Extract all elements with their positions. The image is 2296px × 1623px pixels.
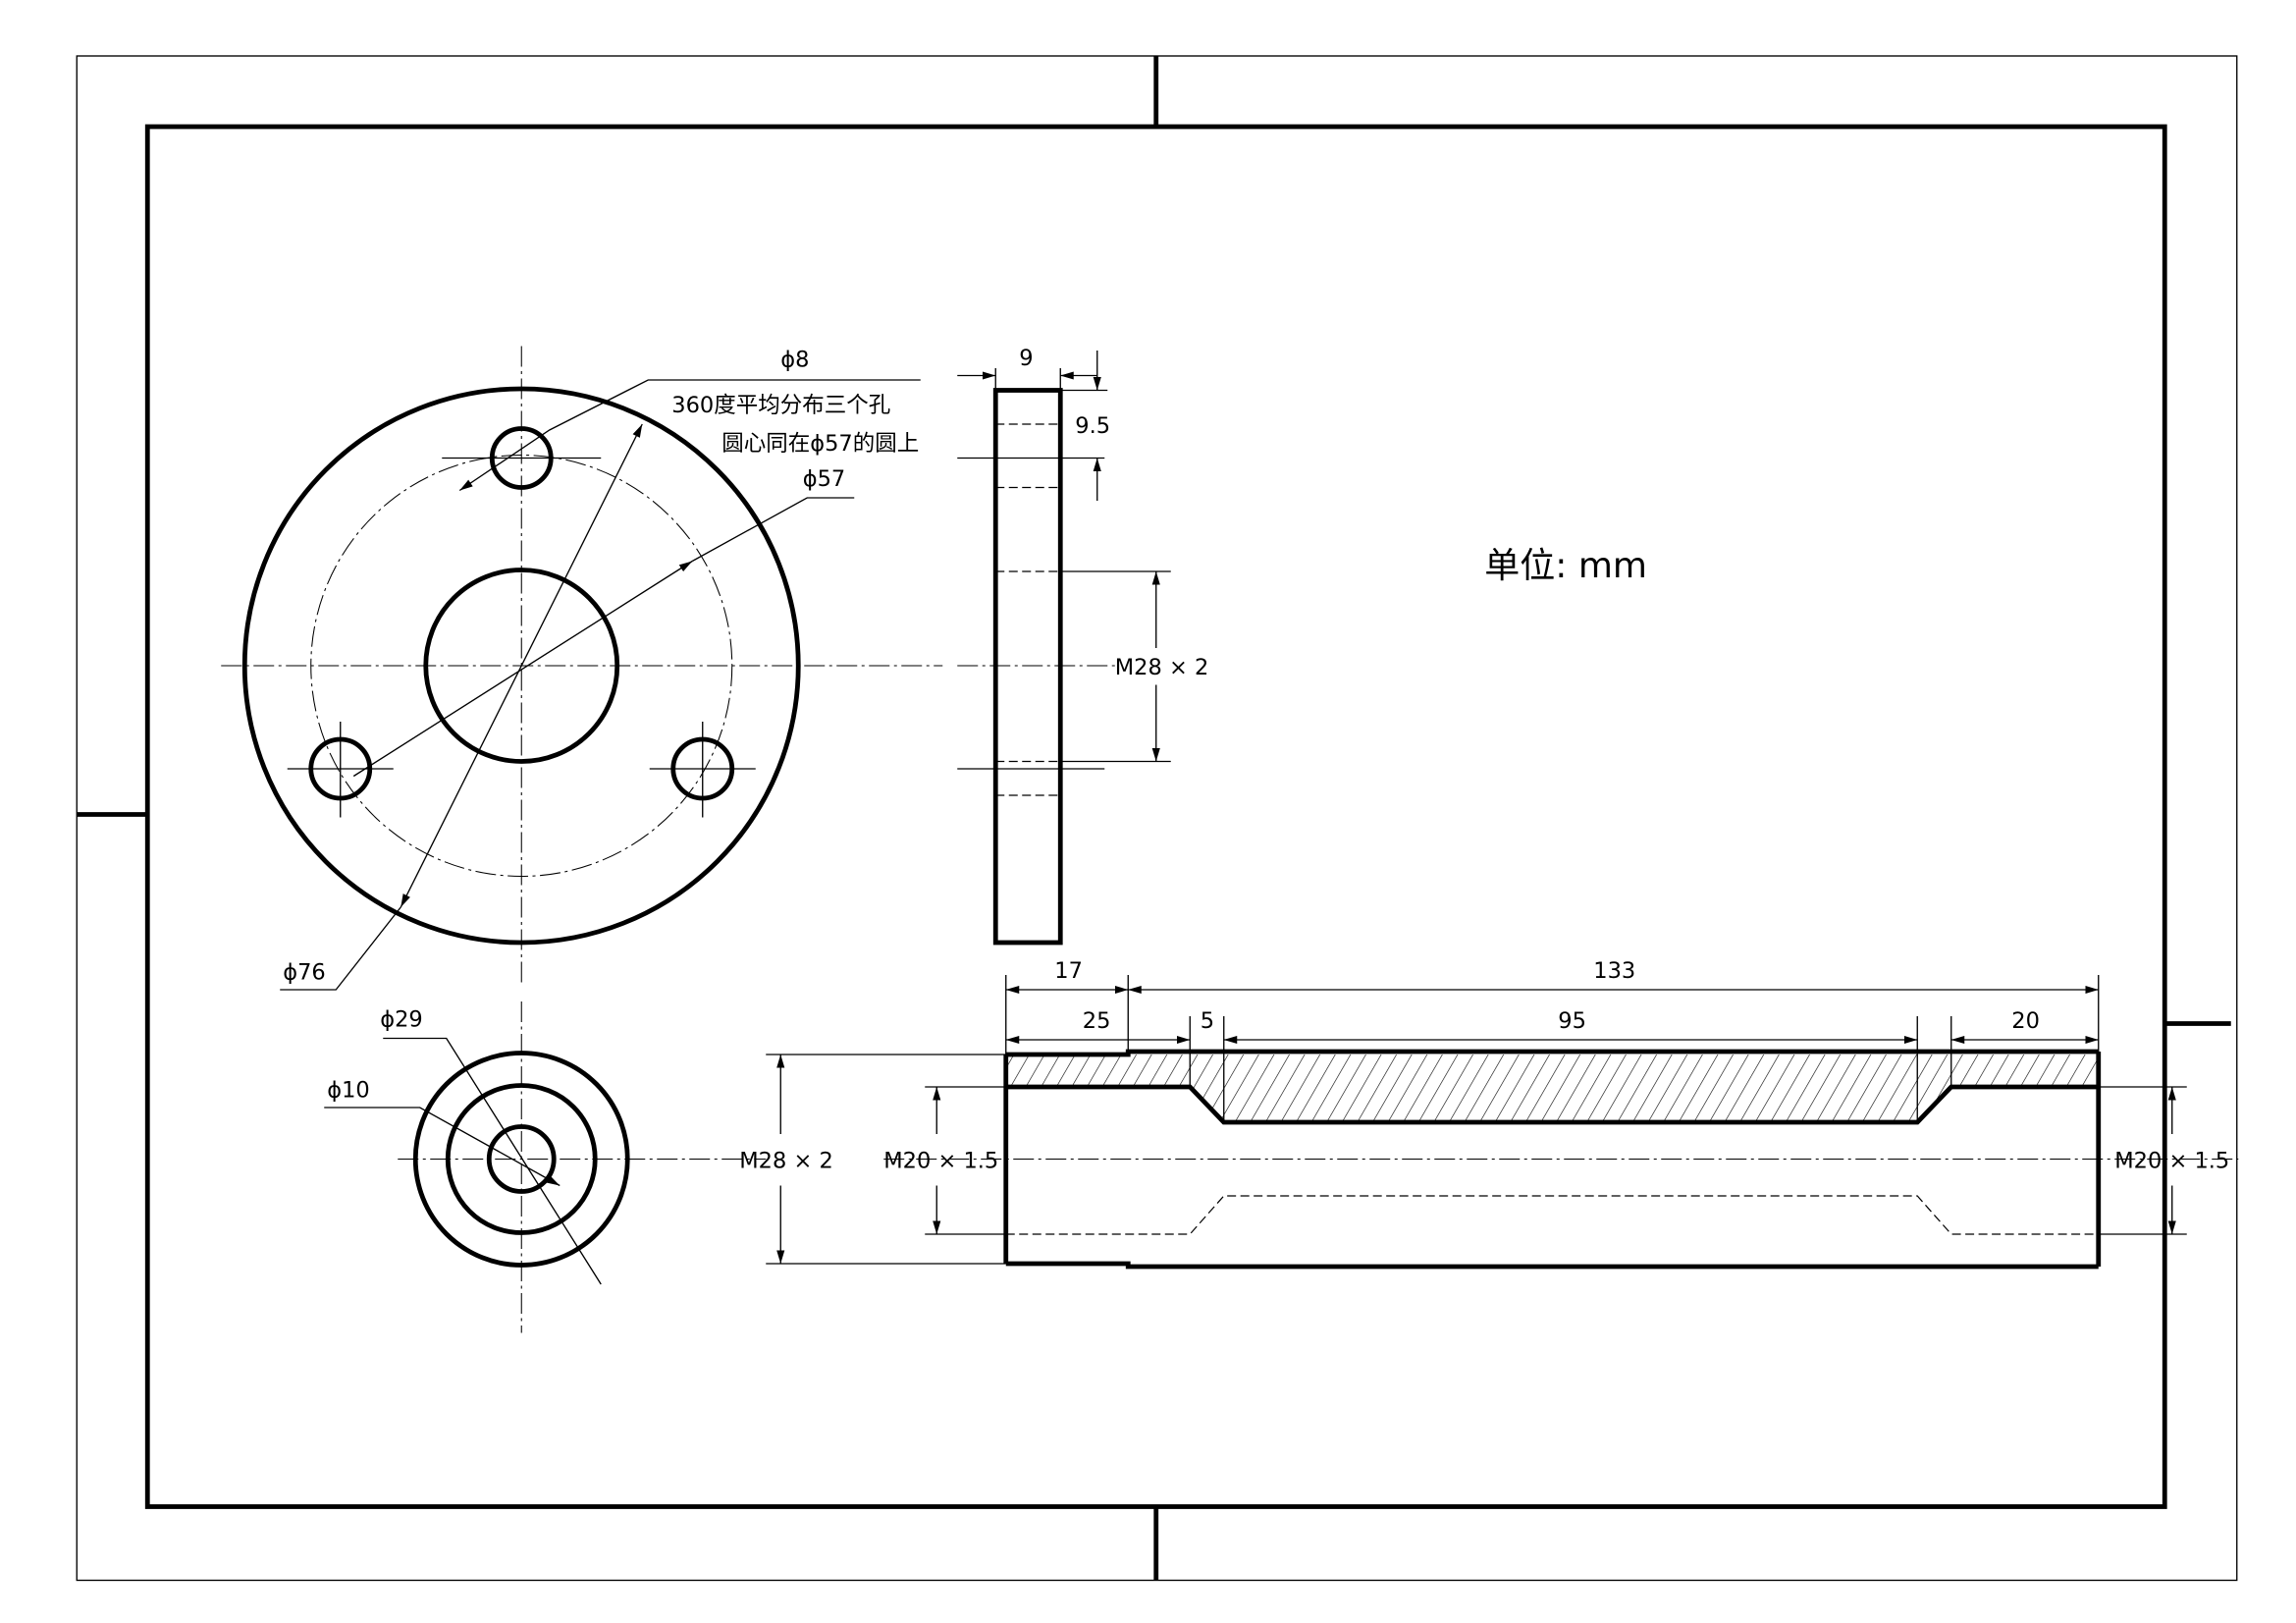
drawing-frame [76,55,2238,1582]
tube-left-thread-label: M20 × 1.5 [883,1149,998,1174]
tube-right-thread-label: M20 × 1.5 [2114,1149,2229,1174]
thickness-label: 9 [1019,346,1033,371]
pcd-label: ϕ57 [803,466,845,492]
tube-section-view: 17 133 25 5 95 20 M28 × 2 M20 × 1.5 M20 … [739,958,2239,1270]
dim-17: 17 [1054,958,1083,984]
hole-note-line2: 圆心同在ϕ57的圆上 [721,431,919,457]
flange-front-view: ϕ8 360度平均分布三个孔 圆心同在ϕ57的圆上 ϕ57 ϕ76 [221,346,943,991]
dim-20: 20 [2011,1008,2040,1034]
end-outer-dia-label: ϕ29 [380,1007,422,1033]
hole-offset-label: 9.5 [1075,413,1110,439]
side-thread-label: M28 × 2 [1115,655,1209,680]
dim-95: 95 [1558,1008,1586,1034]
unit-note: 单位: mm [1484,546,1647,586]
dim-133: 133 [1593,958,1635,984]
tube-outer-thread-label: M28 × 2 [739,1149,833,1174]
tube-end-view: ϕ29 ϕ10 [324,1001,767,1333]
end-inner-dia-label: ϕ10 [327,1078,369,1104]
dim-5: 5 [1201,1008,1214,1034]
dim-25: 25 [1083,1008,1111,1034]
hole-dia-label: ϕ8 [780,348,809,373]
flange-side-view: 9 9.5 M28 × 2 [957,346,1209,946]
hole-note-line1: 360度平均分布三个孔 [671,393,890,418]
outer-dia-label: ϕ76 [283,960,325,986]
